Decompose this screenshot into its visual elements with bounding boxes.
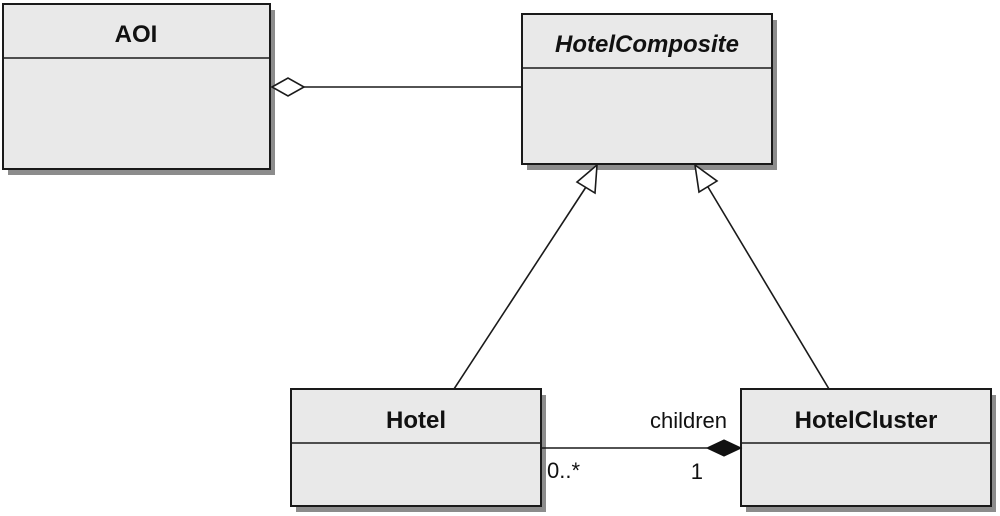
generalization-hotel <box>453 163 598 390</box>
generalization-cluster-arrowhead-icon <box>693 163 719 194</box>
class-hotel-composite[interactable]: HotelComposite <box>521 13 777 170</box>
class-aoi[interactable]: AOI <box>2 3 275 175</box>
generalization-hotel-arrowhead-icon <box>575 163 598 195</box>
class-hotel-name: Hotel <box>386 407 446 434</box>
class-aoi-box <box>2 3 271 170</box>
generalization-hotel-cluster <box>693 163 830 390</box>
class-hotel-composite-name: HotelComposite <box>555 31 739 58</box>
aggregation-diamond-icon <box>270 77 306 97</box>
generalization-cluster-line <box>707 186 830 390</box>
composition-cluster-children: children 0..* 1 <box>541 408 743 484</box>
aggregation-aoi-hotelcomposite <box>270 77 522 97</box>
class-hotel-composite-box <box>521 13 773 165</box>
class-hotel-cluster-box <box>740 388 992 507</box>
multiplicity-part: 0..* <box>547 458 580 483</box>
class-hotel-box <box>290 388 542 507</box>
generalization-hotel-line <box>453 186 587 390</box>
class-hotel-cluster[interactable]: HotelCluster <box>740 388 996 512</box>
class-aoi-name: AOI <box>115 21 158 48</box>
role-label-children: children <box>650 408 727 433</box>
class-hotel-cluster-name: HotelCluster <box>795 407 938 434</box>
composition-diamond-icon <box>705 439 743 457</box>
multiplicity-whole: 1 <box>691 459 703 484</box>
class-hotel[interactable]: Hotel <box>290 388 546 512</box>
